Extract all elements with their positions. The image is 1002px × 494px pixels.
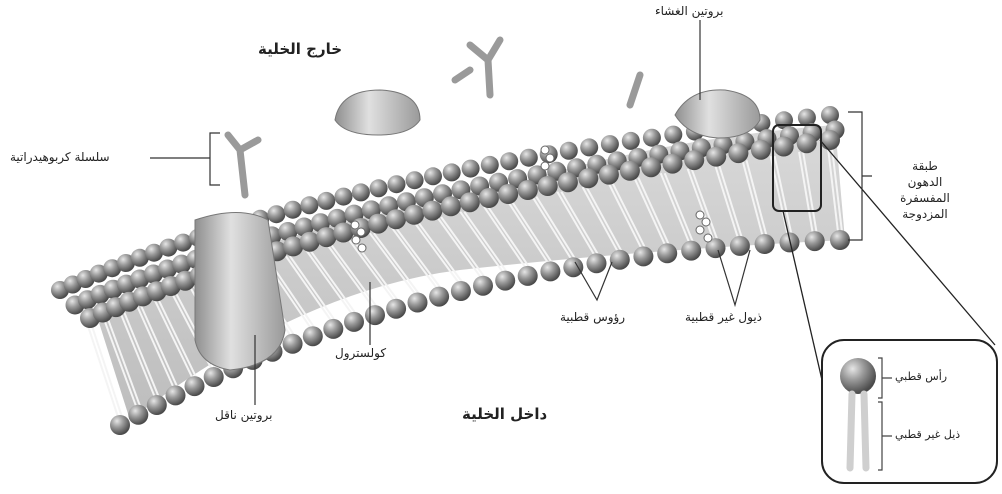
phospholipid-head [620, 161, 640, 181]
phospholipid-head [388, 175, 406, 193]
phospholipid-head [610, 250, 630, 270]
phospholipid-head [408, 293, 428, 313]
polar-heads-label: رؤوس قطبية [560, 310, 625, 324]
phospholipid-head [755, 234, 775, 254]
phospholipid-head [730, 236, 750, 256]
phospholipid-head [370, 179, 388, 197]
phospholipid-head [728, 143, 748, 163]
lipid-bilayer-line1: طبقة [885, 158, 965, 174]
phospholipid-head [622, 132, 640, 150]
phospholipid-head [601, 135, 619, 153]
phospholipid-head [641, 157, 661, 177]
phospholipid-head [520, 149, 538, 167]
phospholipid-head [830, 230, 850, 250]
phospholipid-head [663, 154, 683, 174]
phospholipid-head [473, 276, 493, 296]
phospholipid-head [479, 188, 499, 208]
phospholipid-head [335, 188, 353, 206]
phospholipid-head [540, 261, 560, 281]
phospholipid-head [751, 140, 771, 160]
phospholipid-head [317, 192, 335, 210]
phospholipid-head [333, 223, 353, 243]
phospholipid-head [599, 165, 619, 185]
phospholipid-head [578, 168, 598, 188]
inset-nonpolar-tail-label: ذيل غير قطبي [895, 428, 960, 441]
phospholipid-head [820, 130, 840, 150]
phospholipid-head [352, 183, 370, 201]
phospholipid-head [580, 138, 598, 156]
phospholipid-head [166, 385, 186, 405]
phospholipid-head [481, 156, 499, 174]
phospholipid-head [204, 367, 224, 387]
phospholipid-head [267, 205, 285, 223]
phospholipid-head [424, 167, 442, 185]
phospholipid-head [284, 201, 302, 219]
inset-head-shape [840, 358, 876, 394]
phospholipid-head [316, 227, 336, 247]
nonpolar-tails-label: ذيول غير قطبية [685, 310, 762, 324]
phospholipid-head [300, 196, 318, 214]
phospholipid-head [404, 205, 424, 225]
phospholipid-head [422, 201, 442, 221]
phospholipid-head [495, 271, 515, 291]
lipid-bilayer-line2: الدهون [885, 174, 965, 190]
phospholipid-head [681, 241, 701, 261]
phospholipid-head [498, 184, 518, 204]
phospholipid-head [633, 246, 653, 266]
phospholipid-head [518, 180, 538, 200]
phospholipid-head [323, 319, 343, 339]
phospholipid-head [441, 196, 461, 216]
phospholipid-head [587, 253, 607, 273]
phospholipid-head [664, 126, 682, 144]
phospholipid-head [451, 281, 471, 301]
phospholipid-head [805, 231, 825, 251]
phospholipid-head [706, 147, 726, 167]
phospholipid-head [657, 243, 677, 263]
lipid-bilayer-line3: المفسفرة [885, 190, 965, 206]
phospholipid-head [429, 287, 449, 307]
phospholipid-head [558, 172, 578, 192]
lipid-bilayer-line4: المزدوجة [885, 206, 965, 222]
phospholipid-head [462, 160, 480, 178]
phospholipid-head [368, 214, 388, 234]
inset-panel [822, 340, 997, 483]
transport-protein-label: بروتين ناقل [215, 408, 273, 422]
phospholipid-head [560, 142, 578, 160]
phospholipid-head [684, 150, 704, 170]
inside-cell-label: داخل الخلية [462, 405, 547, 423]
phospholipid-head [344, 312, 364, 332]
phospholipid-head [443, 163, 461, 181]
phospholipid-head [110, 415, 130, 435]
phospholipid-head [386, 299, 406, 319]
phospholipid-head [283, 334, 303, 354]
membrane-protein-top-left [335, 90, 420, 135]
phospholipid-head [128, 405, 148, 425]
phospholipid-head [780, 232, 800, 252]
carbohydrate-chain-label: سلسلة كربوهيدراتية [10, 150, 110, 164]
phospholipid-head [774, 137, 794, 157]
phospholipid-head [643, 129, 661, 147]
phospholipid-head [406, 171, 424, 189]
phospholipid-head [365, 305, 385, 325]
phospholipid-head [500, 152, 518, 170]
phospholipid-head [563, 257, 583, 277]
phospholipid-head [460, 192, 480, 212]
phospholipid-head [518, 266, 538, 286]
outside-cell-label: خارج الخلية [258, 40, 342, 58]
phospholipid-head [797, 133, 817, 153]
cholesterol-label: كولسترول [335, 346, 386, 360]
phospholipid-head [303, 326, 323, 346]
phospholipid-head [185, 376, 205, 396]
phospholipid-head [147, 395, 167, 415]
lipid-bilayer-label: طبقة الدهون المفسفرة المزدوجة [885, 158, 965, 222]
membrane-protein-label: بروتين الغشاء [655, 4, 723, 18]
phospholipid-head [538, 176, 558, 196]
phospholipid-head [386, 209, 406, 229]
inset-polar-head-label: رأس قطبي [895, 370, 947, 383]
